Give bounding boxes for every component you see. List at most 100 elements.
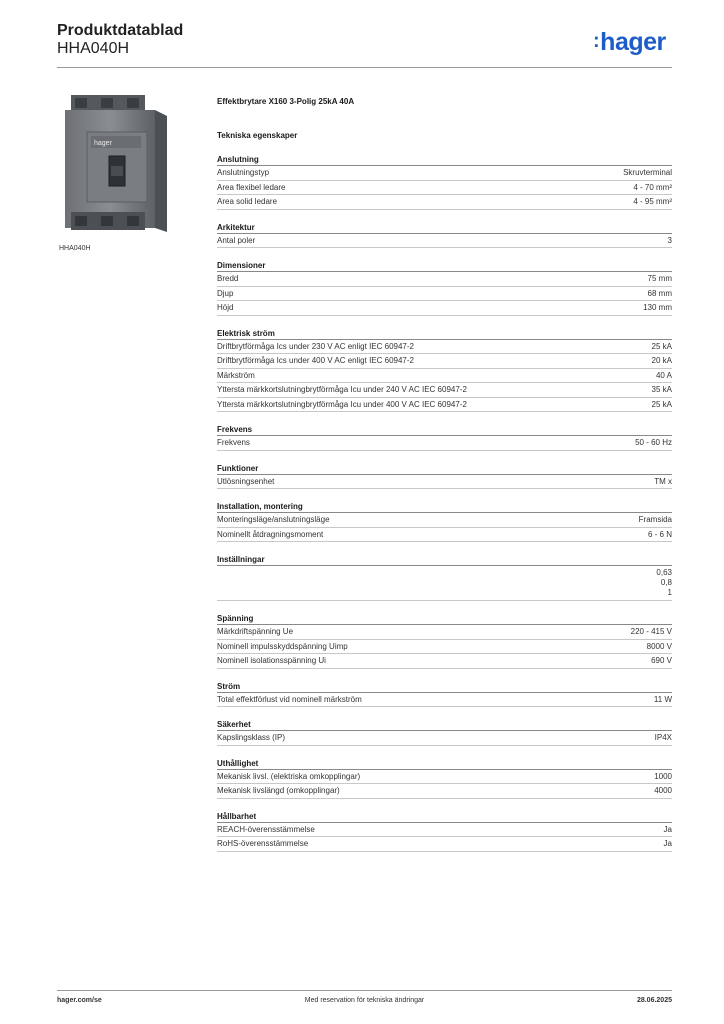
image-caption: HHA040H [59,245,91,252]
property-value: 20 kA [651,356,672,365]
property-value-item: 0,63 [656,568,672,577]
property-row: Nominellt åtdragningsmoment 6 - 6 N [217,528,672,542]
property-row: Total effektförlust vid nominell märkstr… [217,693,672,707]
property-row: Anslutningstyp Skruvterminal [217,166,672,181]
property-label: Kapslingsklass (IP) [217,733,286,742]
property-value: Skruvterminal [623,168,672,177]
property-row: Mekanisk livsl. (elektriska omkopplingar… [217,770,672,784]
document-header: Produktdatablad HHA040H [57,22,183,58]
property-label: Märkdriftspänning Ue [217,627,294,636]
hager-logo: :hager [593,28,666,56]
property-value: 35 kA [651,385,672,394]
footer-date: 28.06.2025 [636,997,672,1004]
property-row: Nominell impulsskyddspänning Uimp 8000 V [217,640,672,654]
properties-title: Tekniska egenskaper [217,131,298,140]
property-row: Utlösningsenhet TM x [217,475,672,489]
property-value: 690 V [651,656,672,665]
property-row: Driftbrytförmåga Ics under 400 V AC enli… [217,354,672,369]
property-row: REACH-överensstämmelse Ja [217,823,672,837]
property-label: Anslutningstyp [217,168,270,177]
property-label: RoHS-överensstämmelse [217,839,309,848]
product-content: Effektbrytare X160 3-Polig 25kA 40A Tekn… [217,96,672,864]
section-title: Hållbarhet [217,811,672,823]
property-row: Märkström 40 A [217,369,672,383]
logo-text: hager [600,28,666,56]
property-row: Yttersta märkkortslutningbrytförmåga Icu… [217,398,672,412]
property-label: Mekanisk livslängd (omkopplingar) [217,786,340,795]
property-label: Total effektförlust vid nominell märkstr… [217,694,362,704]
footer-divider [57,990,672,991]
property-label: Area solid ledare [217,197,278,206]
section-title: Elektrisk ström [217,328,672,340]
property-value: 40 A [655,370,672,380]
property-label: Area flexibel ledare [217,182,286,192]
property-label: Antal poler [217,235,256,245]
property-label: Frekvens [217,438,250,447]
property-label: Driftbrytförmåga Ics under 230 V AC enli… [217,341,414,351]
property-row: Djup 68 mm [217,287,672,301]
document-title: Produktdatablad [57,22,184,39]
section-title: Spänning [217,613,672,625]
footer-website: hager.com/se [57,997,102,1004]
property-value: 4 - 95 mm² [633,197,672,206]
property-row: Bredd 75 mm [217,272,672,287]
property-label: Bredd [217,274,239,283]
property-value: 75 mm [647,274,672,283]
property-row: Kapslingsklass (IP)IP4X [217,731,672,746]
property-value: TM x [654,476,672,486]
property-value: 25 kA [651,399,672,409]
property-value: 50 - 60 Hz [635,438,672,447]
property-value-item: 0,8 [660,578,672,587]
property-label: Djup [217,288,234,298]
property-label: REACH-överensstämmelse [217,824,315,834]
section-title: Dimensioner [217,260,672,272]
property-value: Ja [663,839,672,848]
property-value: Ja [663,824,672,834]
section-title: Frekvens [217,424,672,436]
header-divider [57,67,672,68]
property-row: RoHS-överensstämmelse Ja [217,837,672,852]
property-value: 8000 V [646,641,672,651]
footer-disclaimer: Med reservation för tekniska ändringar [304,997,425,1004]
property-row: Driftbrytförmåga Ics under 230 V AC enli… [217,340,672,354]
property-label: Nominell impulsskyddspänning Uimp [217,641,348,651]
property-value: Framsida [638,515,672,524]
property-value: 4000 [654,786,672,795]
section-title: Uthållighet [217,758,672,770]
section-title: Säkerhet [217,719,672,731]
property-value: 6 - 6 N [647,529,672,539]
property-label: Driftbrytförmåga Ics under 400 V AC enli… [217,356,414,365]
property-label: Nominellt åtdragningsmoment [217,529,324,539]
device-brand-label: hager [94,140,113,147]
property-value: 68 mm [647,288,672,298]
property-label: Utlösningsenhet [217,476,275,486]
property-row: Yttersta märkkortslutningbrytförmåga Icu… [217,383,672,398]
product-name: Effektbrytare X160 3-Polig 25kA 40A [217,97,355,106]
property-value-item: 1 [667,588,672,597]
property-row: Antal poler 3 [217,234,672,248]
section-title: Installation, montering [217,501,672,513]
property-value: 11 W [653,694,672,704]
property-label: Märkström [217,370,255,380]
property-value: 3 [667,235,672,245]
property-label: Mekanisk livsl. (elektriska omkopplingar… [217,771,361,781]
